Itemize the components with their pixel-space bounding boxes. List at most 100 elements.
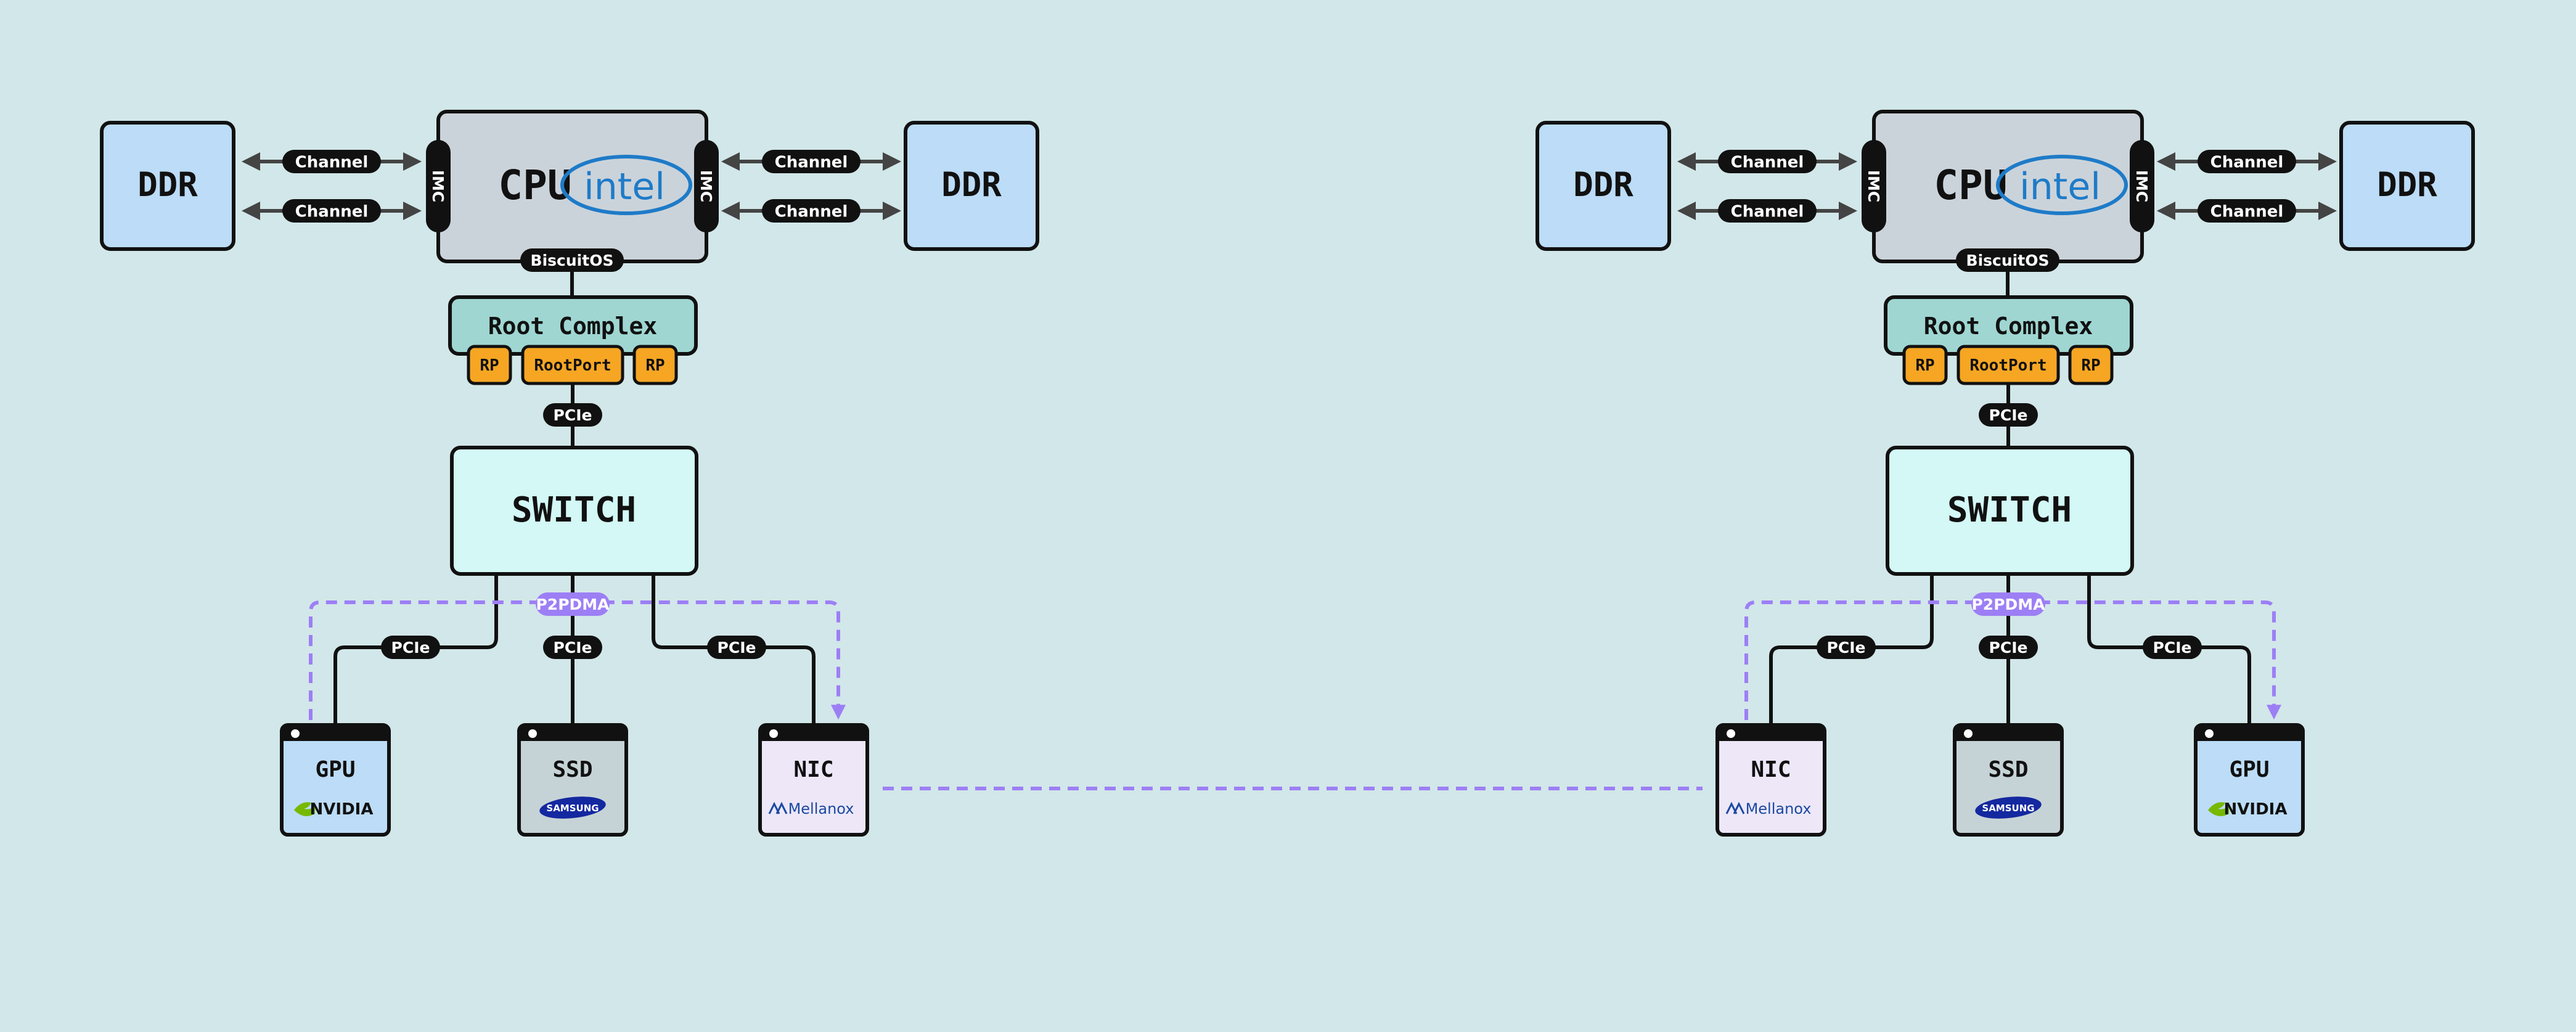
imc-right-pill-bg	[694, 140, 719, 232]
channel-pill-right-2-bg	[762, 199, 861, 223]
root-complex-label: Root Complex	[1924, 313, 2093, 340]
channel-pill-right-2-bg	[2198, 199, 2296, 223]
p2pdma-pill: P2PDMA	[536, 592, 610, 616]
cpu-label: CPU	[1934, 162, 2007, 209]
ddr-left-box	[100, 121, 235, 251]
pcie-link-pill-1-label: PCIe	[1827, 639, 1866, 657]
rp-right-bg	[632, 345, 678, 385]
gpu-card-header	[282, 725, 389, 741]
p2pdma-pill-bg	[1971, 592, 2045, 616]
pcie-link-pill-2-bg	[543, 636, 602, 659]
biscuitos-pill-bg	[520, 248, 624, 272]
channel-pill-right-1-label: Channel	[2210, 153, 2284, 171]
mellanox-mark	[1725, 801, 1745, 814]
nvidia-logo-icon: NVIDIA	[2208, 800, 2287, 819]
samsung-ellipse	[539, 797, 606, 819]
pcie-up-pill: PCIe	[543, 403, 602, 427]
device-ssd-card: SSD SAMSUNG	[1953, 723, 2064, 837]
ddr-left-box	[1535, 121, 1671, 251]
channel-pill-left-1-bg	[1718, 150, 1817, 173]
gpu-label: GPU	[315, 757, 355, 782]
channel-pill-left-1-label: Channel	[1731, 153, 1804, 171]
channel-pill-left-2: Channel	[1718, 199, 1817, 223]
pcie-link-pill-2-label: PCIe	[554, 639, 592, 657]
ddr-right-label: DDR	[2377, 165, 2437, 204]
gpu-label: GPU	[2229, 757, 2269, 782]
gpu-card-header	[2196, 725, 2303, 741]
pcie-link-pill-3-label: PCIe	[718, 639, 756, 657]
root-complex-label: Root Complex	[488, 313, 658, 340]
pcie-link-pill-2-bg	[1979, 636, 2038, 659]
samsung-wordmark: SAMSUNG	[546, 803, 599, 814]
samsung-ellipse	[1975, 797, 2042, 819]
rp-right-label: RP	[645, 356, 664, 375]
cpu-box	[1872, 110, 2144, 263]
pcie-link-pill-3-bg	[707, 636, 766, 659]
p2pdma-pill: P2PDMA	[1971, 592, 2045, 616]
pcie-up-pill-label: PCIe	[1989, 406, 2028, 424]
channel-pill-right-1: Channel	[762, 150, 861, 173]
pcie-up-pill-label: PCIe	[554, 406, 592, 424]
device-gpu-card: GPU NVIDIA	[2194, 723, 2305, 837]
ssd-label: SSD	[552, 757, 592, 782]
imc-right-pill-bg	[2130, 140, 2154, 232]
imc-right-pill: IMC	[2130, 140, 2154, 232]
p2pdma-pill-bg	[536, 592, 610, 616]
device-ssd-card: SSD SAMSUNG	[517, 723, 628, 837]
ssd-status-dot-icon	[528, 729, 537, 738]
rp-right-label: RP	[2081, 356, 2100, 375]
ddr-right-box	[904, 121, 1039, 251]
rp-left-label: RP	[480, 356, 499, 375]
nic-card-header	[1717, 725, 1825, 741]
nic-card-header	[760, 725, 867, 741]
imc-left-pill-bg	[426, 140, 451, 232]
ddr-left-label: DDR	[1573, 165, 1634, 204]
channel-pill-right-2-label: Channel	[2210, 202, 2284, 221]
gpu-status-dot-icon	[2205, 729, 2214, 738]
ddr-right-label: DDR	[941, 165, 1002, 204]
ddr-right-box	[2339, 121, 2475, 251]
nvidia-wordmark: NVIDIA	[2224, 800, 2288, 819]
samsung-wordmark: SAMSUNG	[1982, 803, 2034, 814]
pcie-link-pill-2: PCIe	[1979, 636, 2038, 659]
biscuitos-pill-label: BiscuitOS	[531, 252, 614, 269]
cpu-label: CPU	[498, 162, 571, 209]
channel-pill-left-1-bg	[282, 150, 381, 173]
intel-wordmark: intel	[584, 165, 665, 208]
ssd-card-header	[1955, 725, 2062, 741]
ssd-card-header	[519, 725, 626, 741]
biscuitos-pill-label: BiscuitOS	[1966, 252, 2050, 269]
nic-label: NIC	[793, 757, 833, 782]
mellanox-logo-icon: Mellanox	[1725, 800, 1811, 817]
pcie-link-pill-1-bg	[1817, 636, 1876, 659]
imc-right-pill: IMC	[694, 140, 719, 232]
channel-pill-right-1-bg	[762, 150, 861, 173]
switch-label: SWITCH	[512, 490, 636, 530]
imc-left-pill-label: IMC	[429, 170, 447, 203]
pcie-link-pill-2-label: PCIe	[1989, 639, 2028, 657]
channel-pill-left-2-label: Channel	[1731, 202, 1804, 221]
ssd-status-dot-icon	[1964, 729, 1973, 738]
rp-left: RP	[467, 345, 512, 385]
mellanox-mark	[768, 801, 788, 814]
imc-right-pill-label: IMC	[697, 170, 715, 203]
channel-pill-left-2: Channel	[282, 199, 381, 223]
pcie-link-pill-3: PCIe	[2143, 636, 2202, 659]
pcie-up-pill: PCIe	[1979, 403, 2038, 427]
rootport-label: RootPort	[534, 356, 611, 375]
imc-left-pill-label: IMC	[1865, 170, 1883, 203]
imc-right-pill-label: IMC	[2133, 170, 2151, 203]
channel-pill-left-1-label: Channel	[295, 153, 369, 171]
pcie-up-pill-bg	[1979, 403, 2038, 427]
intel-wordmark: intel	[2019, 165, 2101, 208]
ssd-label: SSD	[1988, 757, 2028, 782]
pcie-link-pill-1-label: PCIe	[391, 639, 430, 657]
intel-swoosh	[1996, 155, 2128, 215]
rp-left: RP	[1902, 345, 1948, 385]
pcie-link-pill-3: PCIe	[707, 636, 766, 659]
nic-status-dot-icon	[769, 729, 778, 738]
